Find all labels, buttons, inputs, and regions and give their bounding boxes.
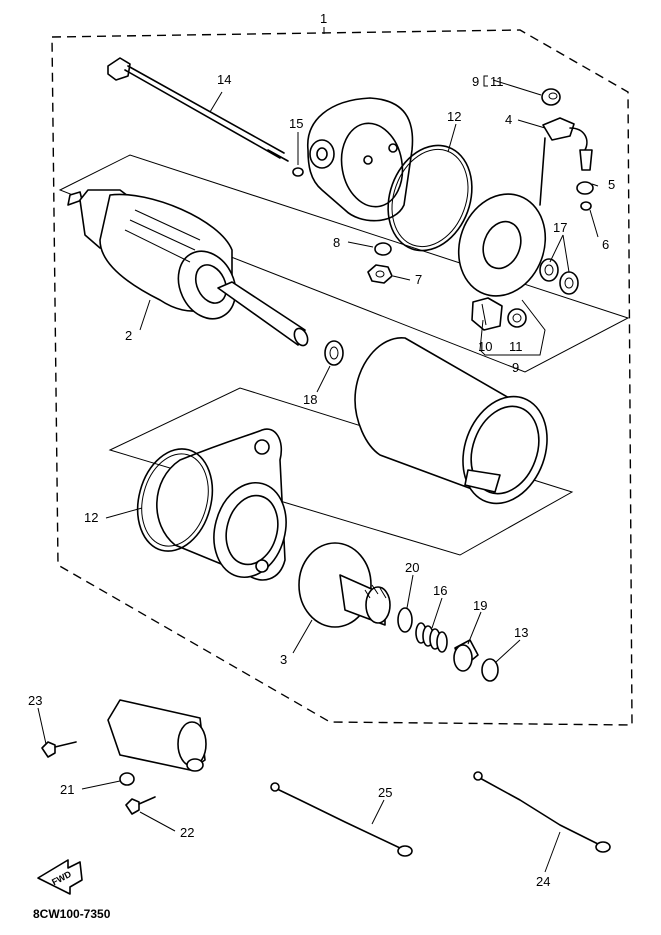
label-12-top: 12 (447, 109, 461, 124)
label-15: 15 (289, 116, 303, 131)
fwd-arrow-icon: FWD (37, 859, 83, 895)
label-16: 16 (433, 583, 447, 598)
lead-25 (270, 782, 413, 857)
label-22: 22 (180, 825, 194, 840)
washer-5 (576, 181, 594, 195)
washer-17b (559, 271, 579, 295)
label-7: 7 (415, 272, 422, 287)
label-5: 5 (608, 177, 615, 192)
armature (67, 189, 309, 347)
diagram-code: 8CW100-7350 (33, 907, 111, 921)
nut-21 (119, 772, 135, 786)
label-11-bottom: 11 (509, 339, 523, 354)
front-cover (156, 428, 287, 581)
label-21: 21 (60, 782, 74, 797)
bracket-9-bottom (479, 299, 546, 356)
bolt-23 (41, 741, 77, 758)
label-23: 23 (28, 693, 42, 708)
spring-11 (507, 308, 527, 328)
leader-lines (37, 79, 599, 873)
circlip-13 (481, 658, 499, 682)
label-8: 8 (333, 235, 340, 250)
label-12-bottom: 12 (84, 510, 98, 525)
spring-16 (415, 622, 448, 653)
ring-6 (580, 201, 592, 211)
rear-cover (307, 97, 414, 222)
label-18: 18 (303, 392, 317, 407)
label-19: 19 (473, 598, 487, 613)
label-6: 6 (602, 237, 609, 252)
label-11-top: 11 (490, 74, 504, 89)
washer-20 (397, 607, 413, 633)
label-13: 13 (514, 625, 528, 640)
nut-11-top (541, 88, 561, 106)
washer-8 (374, 242, 392, 256)
washer-18 (324, 340, 344, 366)
label-9-top: 9 (472, 74, 479, 89)
label-14: 14 (217, 72, 231, 87)
label-3: 3 (280, 652, 287, 667)
assembly-plane (58, 154, 630, 373)
o-ring (292, 167, 304, 177)
yoke (354, 337, 548, 505)
starter-motor-assembly (107, 699, 207, 772)
label-20: 20 (405, 560, 419, 575)
lead-24 (473, 771, 611, 853)
washer-17a (539, 258, 559, 282)
assembly-boundary (51, 29, 633, 726)
label-10: 10 (478, 339, 492, 354)
label-17: 17 (553, 220, 567, 235)
brush-10 (471, 297, 503, 331)
label-2: 2 (125, 328, 132, 343)
label-9-bottom: 9 (512, 360, 519, 375)
lower-plane (108, 387, 574, 556)
label-1: 1 (320, 11, 327, 26)
label-25: 25 (378, 785, 392, 800)
pinion-clutch (298, 542, 391, 628)
o-ring-large-lower (136, 448, 214, 552)
brush-lead (539, 117, 593, 206)
bracket-9-top (483, 75, 488, 87)
nut-7 (367, 264, 393, 284)
bolt-22 (125, 796, 156, 815)
through-bolt (107, 57, 289, 162)
label-24: 24 (536, 874, 550, 889)
label-4: 4 (505, 112, 512, 127)
o-ring-large-upper (387, 144, 473, 252)
stopper-19 (453, 639, 479, 672)
brush-holder-plate (457, 193, 547, 297)
